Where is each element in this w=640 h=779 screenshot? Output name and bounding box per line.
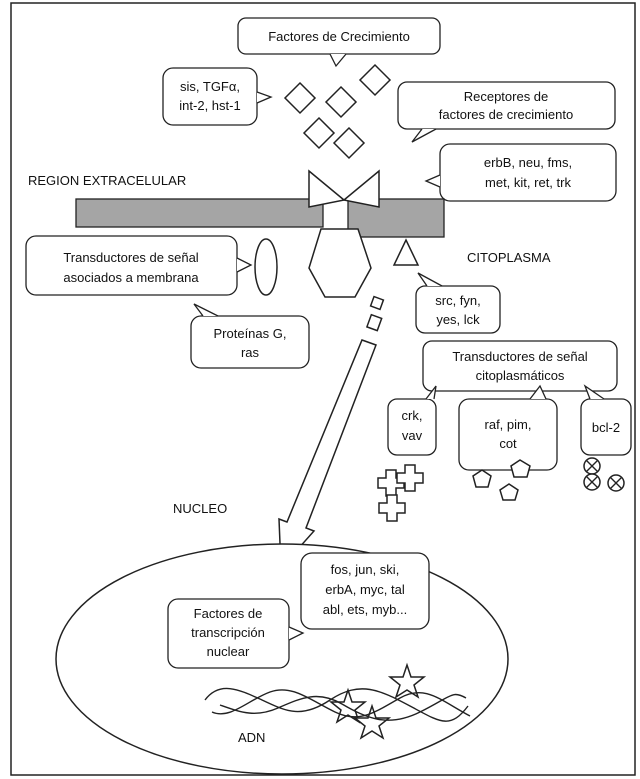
cytoplasmic-transducers-line-1: Transductores de señal bbox=[452, 349, 587, 364]
circled-x-shapes bbox=[583, 457, 625, 492]
cytoplasm-label: CITOPLASMA bbox=[467, 250, 551, 265]
receptor-genes-line-2: met, kit, ret, trk bbox=[485, 175, 571, 190]
growth-factors-callout: Factores de Crecimiento bbox=[237, 17, 441, 68]
g-proteins-line-1: Proteínas G, bbox=[214, 326, 287, 341]
pentagon-shape bbox=[499, 483, 519, 501]
nucleus-label: NUCLEO bbox=[173, 501, 227, 516]
raf-genes-line-2: cot bbox=[499, 436, 517, 451]
star-shapes bbox=[328, 662, 427, 740]
cross-shape bbox=[396, 464, 424, 492]
circled-x-shape bbox=[607, 474, 625, 492]
signal-arrow-shaft bbox=[278, 339, 377, 570]
nuclear-factors-line-1: Factores de bbox=[194, 606, 263, 621]
growth-factor-genes-callout: sis, TGFα, int-2, hst-1 bbox=[162, 67, 273, 126]
receptors-line-2: factores de crecimiento bbox=[439, 107, 573, 122]
nuclear-factors-line-3: nuclear bbox=[207, 644, 250, 659]
figure-frame bbox=[10, 2, 636, 776]
cell-membrane bbox=[75, 169, 445, 238]
extracellular-region-label: REGION EXTRACELULAR bbox=[28, 173, 186, 188]
bcl2-label: bcl-2 bbox=[592, 420, 620, 435]
src-genes-line-2: yes, lck bbox=[436, 312, 480, 327]
dna-label: ADN bbox=[238, 730, 265, 745]
membrane-transducers-line-2: asociados a membrana bbox=[63, 270, 199, 285]
cytoplasmic-transducers-line-2: citoplasmáticos bbox=[476, 368, 565, 383]
membrane-transducer-hexagon bbox=[308, 228, 372, 298]
pentagon-shape bbox=[510, 459, 531, 478]
dna-strand bbox=[204, 687, 469, 722]
membrane-left-segment bbox=[75, 198, 324, 228]
cross-shape bbox=[378, 494, 406, 522]
star-shape bbox=[328, 687, 368, 724]
g-proteins-line-2: ras bbox=[241, 345, 260, 360]
dna-strand bbox=[219, 693, 467, 721]
receptors-line-1: Receptores de bbox=[464, 89, 549, 104]
nuclear-genes-line-3: abl, ets, myb... bbox=[323, 602, 408, 617]
nuclear-factors-line-2: transcripción bbox=[191, 625, 265, 640]
growth-factor-genes-line-1: sis, TGFα, bbox=[180, 79, 240, 94]
ligand-diamond bbox=[283, 81, 317, 115]
star-shape bbox=[352, 703, 392, 740]
receptor-genes-line-1: erbB, neu, fms, bbox=[484, 155, 572, 170]
raf-genes-callout: raf, pim, cot bbox=[458, 384, 558, 471]
cytoplasmic-transducers-callout: Transductores de señal citoplasmáticos bbox=[422, 340, 618, 392]
bcl2-callout: bcl-2 bbox=[580, 384, 632, 456]
circled-x-shape bbox=[583, 473, 601, 491]
growth-factor-ligands bbox=[283, 63, 392, 160]
signal-dash bbox=[365, 313, 383, 332]
star-shape bbox=[387, 662, 427, 699]
nuclear-factors-callout: Factores de transcripción nuclear bbox=[167, 598, 305, 669]
pentagon-shapes bbox=[472, 459, 531, 501]
nuclear-genes-line-1: fos, jun, ski, bbox=[331, 562, 400, 577]
pentagon-shape bbox=[472, 469, 492, 488]
ligand-diamond bbox=[324, 85, 358, 119]
membrane-transducer-triangle bbox=[392, 238, 420, 266]
growth-factors-label: Factores de Crecimiento bbox=[268, 29, 410, 44]
circled-x-shape bbox=[583, 457, 601, 475]
ligand-diamond bbox=[332, 126, 366, 160]
nuclear-genes-callout: fos, jun, ski, erbA, myc, tal abl, ets, … bbox=[300, 552, 430, 630]
raf-genes-line-1: raf, pim, bbox=[485, 417, 532, 432]
signal-dash bbox=[369, 295, 385, 311]
membrane-transducers-callout: Transductores de señal asociados a membr… bbox=[25, 235, 253, 296]
receptor-bowtie bbox=[308, 169, 380, 208]
membrane-transducer-ellipse bbox=[254, 238, 278, 296]
receptors-callout: Receptores de factores de crecimiento bbox=[397, 81, 616, 143]
nuclear-genes-line-2: erbA, myc, tal bbox=[325, 582, 405, 597]
crk-genes-line-2: vav bbox=[402, 428, 423, 443]
growth-factor-genes-line-2: int-2, hst-1 bbox=[179, 98, 240, 113]
crk-genes-callout: crk, vav bbox=[387, 385, 437, 456]
src-genes-callout: src, fyn, yes, lck bbox=[415, 272, 501, 334]
membrane-right-segment bbox=[347, 198, 445, 238]
membrane-transducers-line-1: Transductores de señal bbox=[63, 250, 198, 265]
dna-strand bbox=[211, 689, 471, 718]
ligand-diamond bbox=[302, 116, 336, 150]
cross-shapes bbox=[377, 464, 424, 522]
receptor-genes-callout: erbB, neu, fms, met, kit, ret, trk bbox=[424, 143, 617, 202]
dna-strands bbox=[204, 687, 471, 722]
ligand-diamond bbox=[358, 63, 392, 97]
crk-genes-line-1: crk, bbox=[402, 408, 423, 423]
src-genes-line-1: src, fyn, bbox=[435, 293, 481, 308]
g-proteins-callout: Proteínas G, ras bbox=[190, 303, 310, 369]
